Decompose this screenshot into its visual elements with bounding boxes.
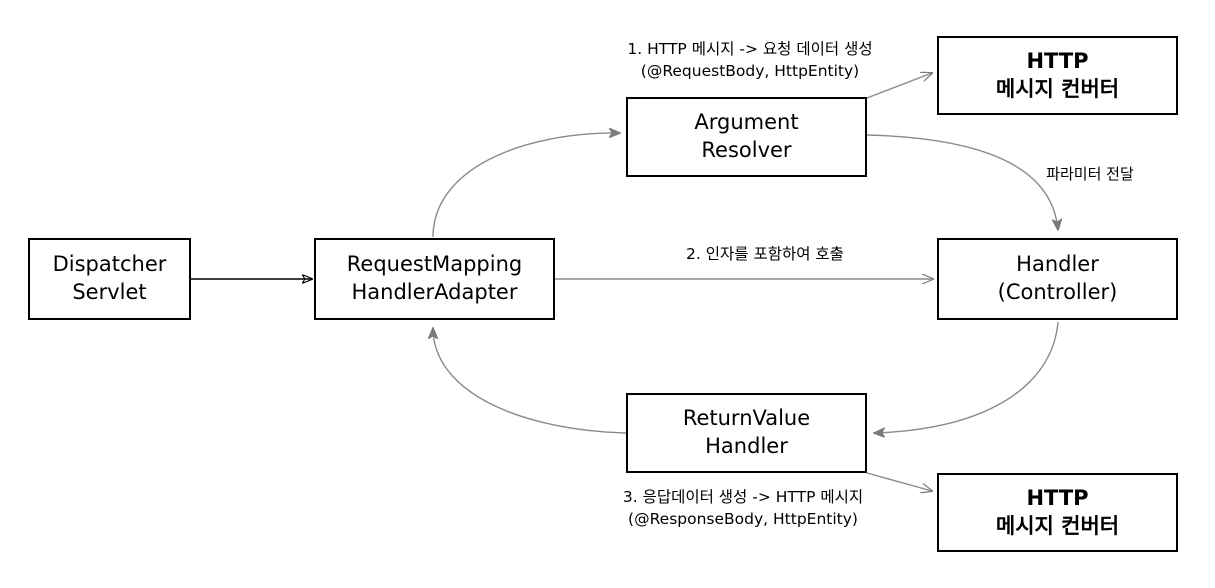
node-return-value-handler-label: ReturnValue Handler: [682, 406, 811, 458]
node-http-message-converter-top-label: HTTP 메시지 컨버터: [995, 48, 1120, 101]
node-request-mapping-handler-adapter[interactable]: RequestMapping HandlerAdapter: [314, 238, 555, 320]
node-argument-resolver[interactable]: Argument Resolver: [626, 97, 867, 177]
edge-adapter-to-argument-resolver: [432, 133, 620, 238]
edge-label-step-1: 1. HTTP 메시지 -> 요청 데이터 생성 (@RequestBody, …: [627, 40, 873, 81]
node-argument-resolver-label: Argument Resolver: [694, 110, 799, 162]
node-dispatcher-servlet[interactable]: Dispatcher Servlet: [28, 238, 191, 320]
edge-return-value-handler-to-adapter: [433, 328, 627, 434]
edge-label-parameter-pass: 파라미터 전달: [1046, 165, 1134, 183]
node-http-message-converter-bottom[interactable]: HTTP 메시지 컨버터: [937, 473, 1178, 552]
node-handler-controller-label: Handler (Controller): [997, 252, 1118, 304]
node-dispatcher-servlet-label: Dispatcher Servlet: [52, 252, 167, 304]
edge-label-step-3: 3. 응답데이터 생성 -> HTTP 메시지 (@ResponseBody, …: [622, 488, 864, 529]
node-http-message-converter-top[interactable]: HTTP 메시지 컨버터: [937, 36, 1178, 115]
node-request-mapping-handler-adapter-label: RequestMapping HandlerAdapter: [346, 252, 523, 304]
edge-label-step-2: 2. 인자를 포함하여 호출: [686, 245, 844, 263]
node-http-message-converter-bottom-label: HTTP 메시지 컨버터: [995, 485, 1120, 538]
edge-handler-to-return-value-handler: [874, 321, 1059, 433]
node-handler-controller[interactable]: Handler (Controller): [937, 238, 1178, 320]
node-return-value-handler[interactable]: ReturnValue Handler: [626, 393, 867, 473]
